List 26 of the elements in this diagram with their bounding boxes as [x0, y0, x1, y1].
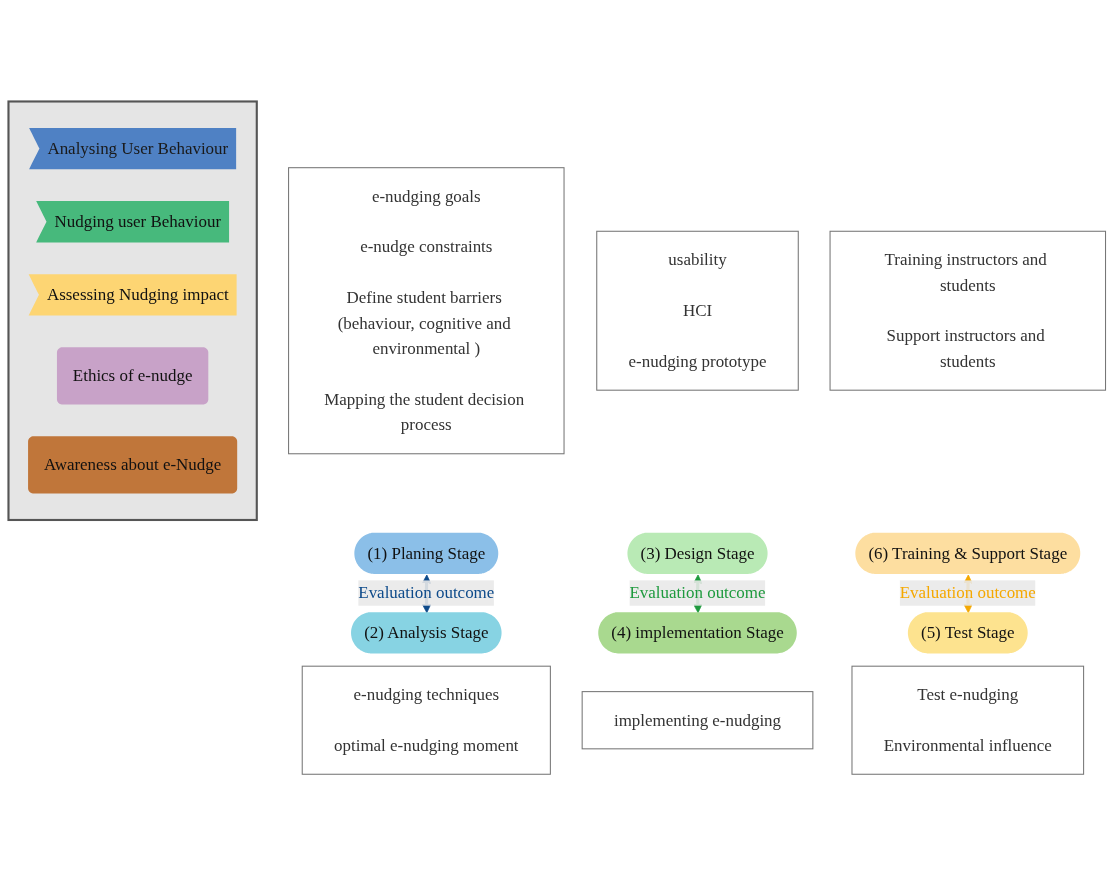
edge-label: Evaluation outcome [358, 583, 495, 602]
node-label: optimal e-nudging moment [334, 736, 519, 755]
node-label: HCI [682, 301, 713, 320]
node-box: (6) Training & Support Stage [855, 532, 1081, 575]
node-label: e-nudging techniques [353, 685, 500, 704]
cluster [7, 100, 258, 522]
node-label: e-nudge constraints [360, 237, 493, 256]
node-label: implementing e-nudging [613, 710, 782, 729]
node-label: e-nudging goals [371, 186, 481, 205]
node-box: Awareness about e-Nudge [28, 436, 238, 494]
node-label: usability [668, 250, 727, 269]
node-box: (5) Test Stage [907, 612, 1028, 654]
node-label: Test e-nudging [917, 685, 1019, 704]
node-label: Mapping the student decision process [324, 390, 525, 434]
node-label: Support instructors and students [886, 326, 1045, 371]
node-box: (3) Design Stage [627, 532, 768, 575]
node-box: (1) Planing Stage [354, 532, 499, 575]
edge-label: Evaluation outcome [629, 583, 766, 602]
node-label: e-nudging prototype [628, 352, 767, 371]
node-label: Define student barriers (behaviour, cognitive and environmental ) [337, 288, 511, 358]
node-label: Environmental influence [883, 736, 1052, 755]
node-box: (4) implementation Stage [598, 612, 797, 654]
node-box: Ethics of e-nudge [56, 347, 209, 405]
edge-label: Evaluation outcome [899, 583, 1036, 602]
node-box: (2) Analysis Stage [351, 612, 502, 654]
node-label: Training instructors and students [884, 250, 1047, 294]
